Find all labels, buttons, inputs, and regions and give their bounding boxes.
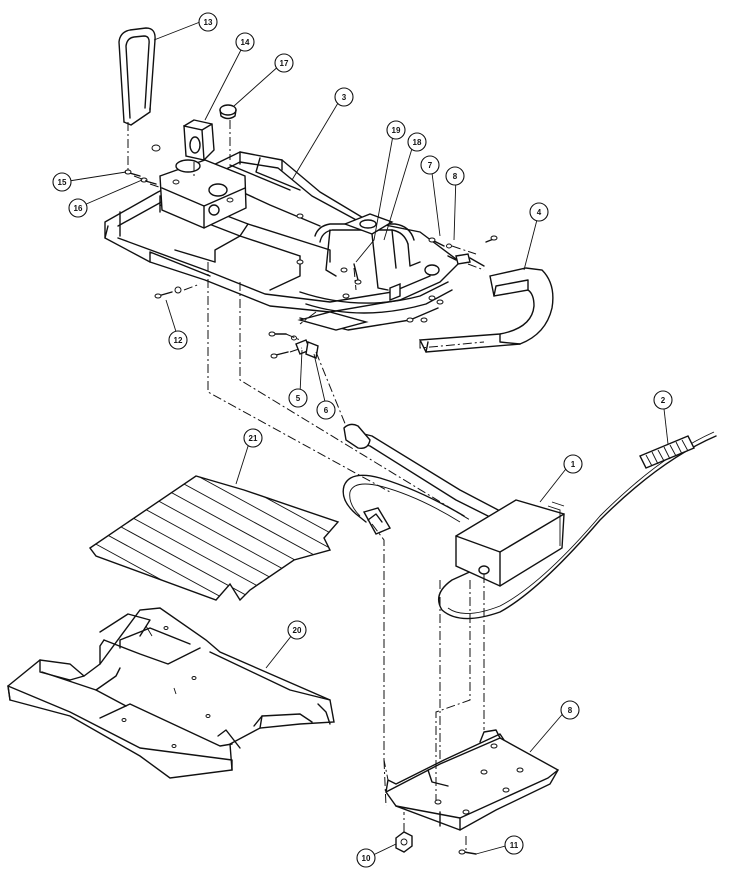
part-10-nut [395,831,413,853]
callout-17: 17 [274,53,294,73]
part-17-knob [219,104,237,120]
callout-16: 16 [68,198,88,218]
callout-11: 11 [504,835,524,855]
callout-19-label: 19 [392,126,401,135]
callout-3-label: 3 [342,93,347,102]
part-4-bumper [418,267,554,353]
callout-18: 18 [407,132,427,152]
callout-7-label: 7 [428,161,433,170]
callout-8-upper: 8 [445,166,465,186]
callout-12: 12 [168,330,188,350]
callout-10: 10 [356,848,376,868]
callout-2-label: 2 [661,396,666,405]
callout-1: 1 [563,454,583,474]
callout-21: 21 [243,428,263,448]
callout-2: 2 [653,390,673,410]
callout-1-label: 1 [571,460,576,469]
callout-15-label: 15 [58,178,67,187]
callout-11-label: 11 [510,841,519,850]
callout-5-label: 5 [296,394,301,403]
callout-5: 5 [288,388,308,408]
callout-10-label: 10 [362,854,371,863]
callout-8-upper-label: 8 [453,172,458,181]
assembly-lines [127,120,485,850]
part-1-control-box [342,423,565,587]
callout-12-label: 12 [174,336,183,345]
callout-21-label: 21 [249,434,258,443]
callout-18-label: 18 [413,138,422,147]
callout-19: 19 [386,120,406,140]
callout-8-lower: 8 [560,700,580,720]
callout-3: 3 [334,87,354,107]
callout-7: 7 [420,155,440,175]
callout-13-label: 13 [204,18,213,27]
part-14-bracket [183,119,215,161]
callout-4: 4 [529,202,549,222]
callout-15: 15 [52,172,72,192]
part-13-handle [118,27,156,126]
part-2-cable [438,431,717,620]
part-8-mounting-tray [384,729,559,831]
callout-14-label: 14 [241,38,250,47]
callout-13: 13 [198,12,218,32]
callout-8-lower-label: 8 [568,706,573,715]
part-11-screw [458,849,477,855]
callout-20: 20 [287,620,307,640]
callout-14: 14 [235,32,255,52]
callout-6: 6 [316,400,336,420]
callout-17-label: 17 [280,59,289,68]
part-3-frame [104,151,461,331]
callout-16-label: 16 [74,204,83,213]
callout-20-label: 20 [293,626,302,635]
callout-6-label: 6 [324,406,329,415]
part-20-floor-pan [7,607,335,779]
spring-coil [639,435,695,469]
hardware-upper [124,144,498,359]
callout-4-label: 4 [537,208,542,217]
callouts: 13 14 17 3 19 18 7 8 4 15 16 12 5 6 2 21… [52,12,673,868]
